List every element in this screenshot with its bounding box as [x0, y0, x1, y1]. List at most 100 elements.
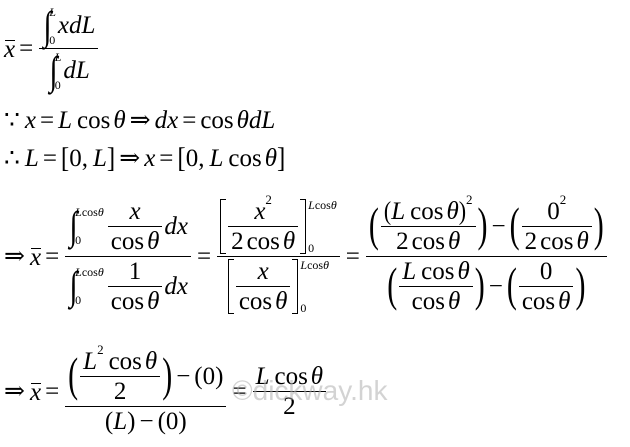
right-paren: )	[474, 258, 485, 312]
exponent-2: 2	[559, 191, 567, 207]
right-paren: )	[575, 258, 586, 312]
left-bracket: [	[60, 142, 70, 174]
theta: θ	[113, 106, 126, 134]
left-paren: (	[157, 407, 166, 435]
therefore-symbol: ∴	[4, 144, 20, 172]
two: 2	[231, 227, 244, 255]
equals-sign: =	[232, 377, 247, 405]
upper-limit-L: L	[75, 265, 82, 279]
upper-limit-L: L	[75, 205, 82, 219]
upper-limit: L	[49, 4, 56, 19]
bound-theta: θ	[330, 197, 337, 212]
differential-dL: dL	[248, 106, 276, 134]
fraction-bar	[217, 255, 340, 257]
theta: θ	[144, 347, 158, 375]
two: 2	[283, 392, 296, 420]
fraction-bar	[65, 405, 227, 407]
minus-sign: −	[491, 212, 506, 240]
zero: 0	[69, 144, 82, 172]
variable-x: x	[257, 257, 269, 285]
x-bar-symbol: x	[29, 243, 42, 271]
right-paren: )	[593, 198, 604, 252]
differential-dx: dx	[164, 212, 188, 240]
cos-function: cos	[411, 287, 445, 315]
two: 2	[113, 377, 127, 405]
variable-x: x	[144, 144, 156, 172]
integral-sign: ∫	[69, 263, 78, 308]
lower-limit: 0	[75, 233, 82, 247]
left-paren: (	[383, 195, 392, 226]
upper-limit-cos: cos	[81, 265, 98, 279]
implies-arrow: ⇒	[129, 106, 151, 134]
right-paren: )	[127, 407, 136, 435]
right-bracket: ]	[277, 142, 286, 174]
zero: 0	[165, 407, 179, 435]
cos-function: cos	[238, 287, 273, 315]
zero: 0	[185, 144, 199, 172]
left-paren: (	[194, 362, 203, 390]
theta: θ	[236, 106, 249, 134]
left-bracket: [	[177, 142, 186, 174]
upper-limit: L	[54, 49, 62, 64]
one: 1	[128, 257, 142, 285]
cos-function: cos	[110, 227, 145, 255]
x-bar-symbol: x	[4, 35, 16, 63]
equals-sign: =	[40, 106, 55, 134]
minus-sign: −	[488, 272, 503, 300]
theta: θ	[275, 287, 288, 315]
comma: ,	[198, 144, 205, 172]
variable-L: L	[209, 144, 224, 172]
variable-L: L	[93, 144, 107, 172]
equals-sign: =	[196, 242, 212, 270]
integral-sign: ∫	[69, 203, 78, 248]
cos-function: cos	[77, 106, 111, 134]
implies-arrow: ⇒	[119, 144, 141, 172]
variable-x: x	[24, 106, 37, 134]
minus-sign: −	[139, 407, 154, 435]
cos-function: cos	[274, 362, 308, 390]
variable-L: L	[402, 257, 417, 285]
theta: θ	[446, 197, 459, 225]
equals-sign: =	[182, 106, 197, 134]
exponent-2: 2	[466, 191, 473, 207]
cos-function: cos	[411, 227, 445, 255]
variable-x: x	[129, 197, 141, 225]
cos-function: cos	[410, 197, 444, 225]
lower-limit: 0	[49, 32, 56, 47]
zero: 0	[539, 257, 553, 285]
left-paren: (	[68, 348, 79, 402]
cos-function: cos	[228, 144, 262, 172]
bound-cos: cos	[314, 197, 331, 212]
equals-sign: =	[42, 144, 57, 172]
theta: θ	[447, 287, 461, 315]
implies-arrow: ⇒	[4, 377, 25, 405]
left-paren: (	[387, 258, 398, 312]
variable-L: L	[58, 106, 73, 134]
cos-function: cos	[246, 227, 280, 255]
